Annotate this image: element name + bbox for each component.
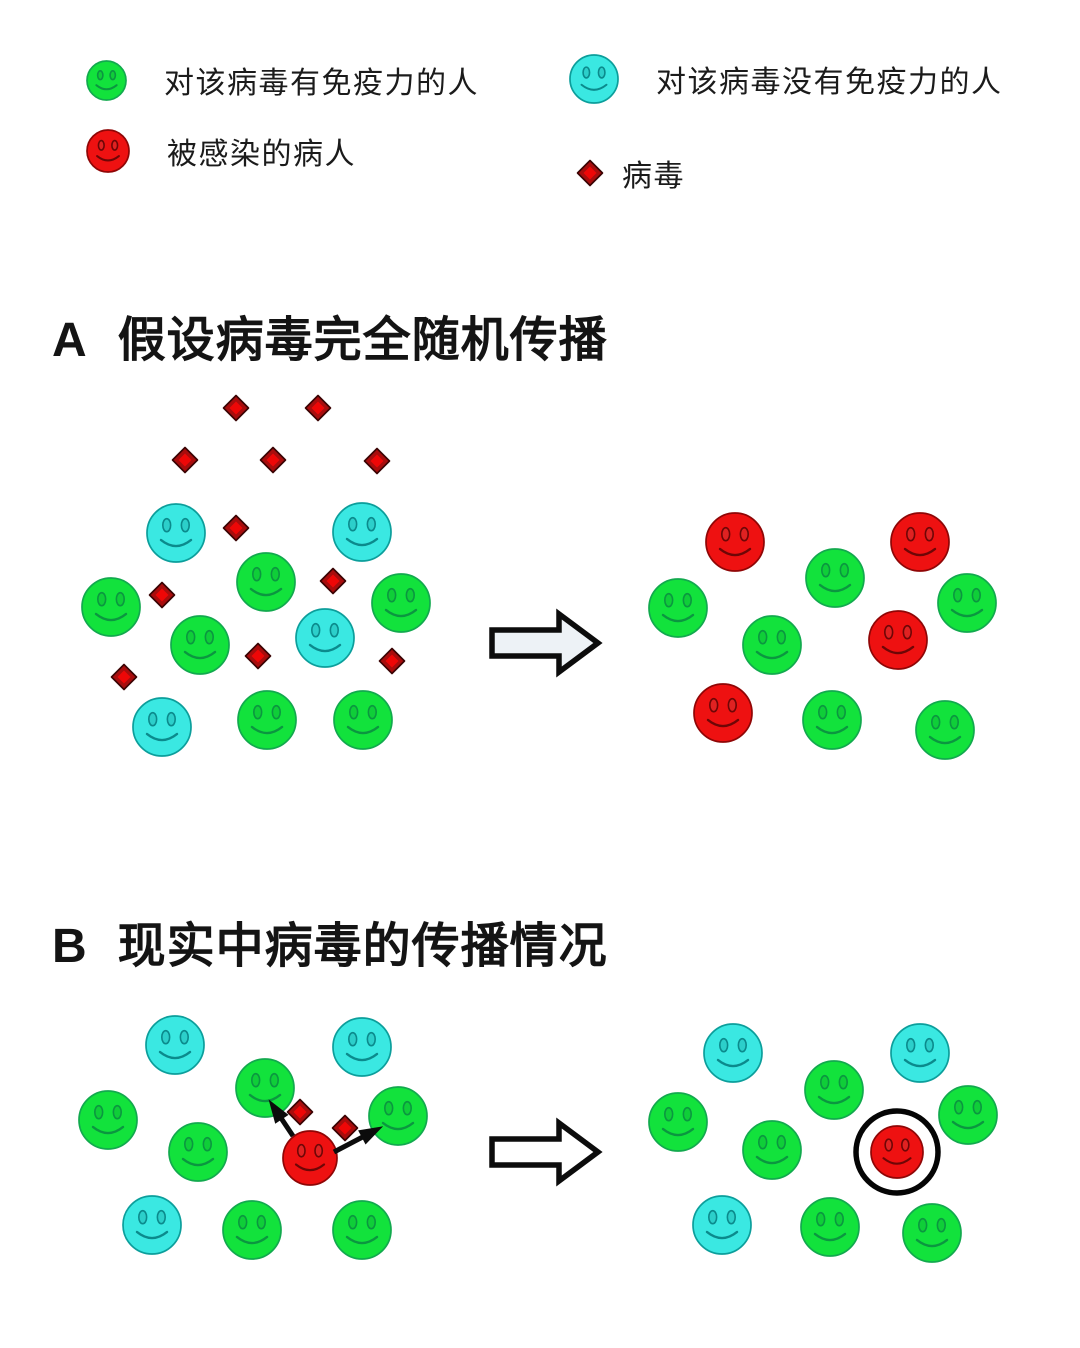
person-green: [371, 573, 431, 633]
virus-icon: [576, 159, 604, 187]
legend-label-susceptible: 对该病毒没有免疫力的人: [656, 66, 1003, 99]
person-green: [368, 1086, 428, 1146]
person-cyan: [703, 1023, 763, 1083]
legend-item-immune: 对该病毒有免疫力的人: [85, 58, 479, 102]
section-a-letter: A: [52, 314, 88, 367]
person-cyan: [132, 697, 192, 757]
virus-icon: [363, 447, 391, 475]
person-green: [915, 700, 975, 760]
person-green: [222, 1200, 282, 1260]
immune-person-icon: [86, 59, 127, 101]
person-green: [937, 573, 997, 633]
person-green: [742, 615, 802, 675]
person-green: [235, 1058, 295, 1118]
virus-icon: [319, 567, 347, 595]
person-green: [648, 1092, 708, 1152]
transform-arrow: [489, 1117, 603, 1187]
infected-person-icon: [86, 129, 130, 173]
infected-person-icon: [86, 129, 130, 173]
person-green: [170, 615, 230, 675]
virus-icon: [576, 159, 604, 187]
virus-icon: [304, 394, 332, 422]
person-cyan: [332, 1017, 392, 1077]
legend-label-immune: 对该病毒有免疫力的人: [164, 67, 479, 100]
person-cyan: [890, 1023, 950, 1083]
person-red: [705, 512, 765, 572]
susceptible-person-icon: [569, 54, 619, 104]
person-cyan: [145, 1015, 205, 1075]
virus-icon: [171, 446, 199, 474]
section-a-title: A 假设病毒完全随机传播: [52, 300, 608, 370]
person-green: [78, 1090, 138, 1150]
legend-item-infected: 被感染的病人: [85, 128, 356, 174]
legend-item-susceptible: 对该病毒没有免疫力的人: [568, 53, 1003, 105]
section-b-title-text: 现实中病毒的传播情况: [117, 920, 608, 973]
person-green: [168, 1122, 228, 1182]
person-green: [332, 1200, 392, 1260]
person-green: [81, 577, 141, 637]
person-cyan: [122, 1195, 182, 1255]
person-red: [890, 512, 950, 572]
transform-arrow: [489, 608, 603, 678]
virus-icon: [378, 647, 406, 675]
person-green: [333, 690, 393, 750]
isolation-circle: [853, 1108, 941, 1196]
legend-label-infected: 被感染的病人: [167, 138, 356, 171]
person-green: [742, 1120, 802, 1180]
person-green: [804, 1060, 864, 1120]
susceptible-person-icon: [569, 54, 619, 104]
section-a-title-text: 假设病毒完全随机传播: [117, 314, 608, 367]
virus-icon: [259, 446, 287, 474]
person-green: [938, 1085, 998, 1145]
immune-person-icon: [86, 59, 127, 101]
transmission-arrow: [268, 1099, 296, 1138]
person-green: [802, 690, 862, 750]
person-red: [868, 610, 928, 670]
person-green: [648, 578, 708, 638]
person-cyan: [146, 503, 206, 563]
virus-icon: [331, 1114, 359, 1142]
virus-icon: [148, 581, 176, 609]
section-b-letter: B: [52, 920, 88, 973]
virus-icon: [222, 394, 250, 422]
virus-icon: [244, 642, 272, 670]
virus-icon: [110, 663, 138, 691]
person-cyan: [295, 608, 355, 668]
person-green: [805, 548, 865, 608]
person-red: [282, 1130, 338, 1186]
person-red: [693, 683, 753, 743]
legend-item-virus: 病毒: [576, 151, 685, 195]
person-green: [902, 1203, 962, 1263]
transmission-arrow: [332, 1126, 384, 1155]
person-cyan: [332, 502, 392, 562]
virus-icon: [286, 1098, 314, 1126]
person-green: [236, 552, 296, 612]
section-b-title: B 现实中病毒的传播情况: [52, 906, 608, 976]
legend-label-virus: 病毒: [622, 160, 685, 193]
person-cyan: [692, 1195, 752, 1255]
person-green: [237, 690, 297, 750]
person-red: [870, 1125, 924, 1179]
virus-icon: [222, 514, 250, 542]
person-green: [800, 1197, 860, 1257]
